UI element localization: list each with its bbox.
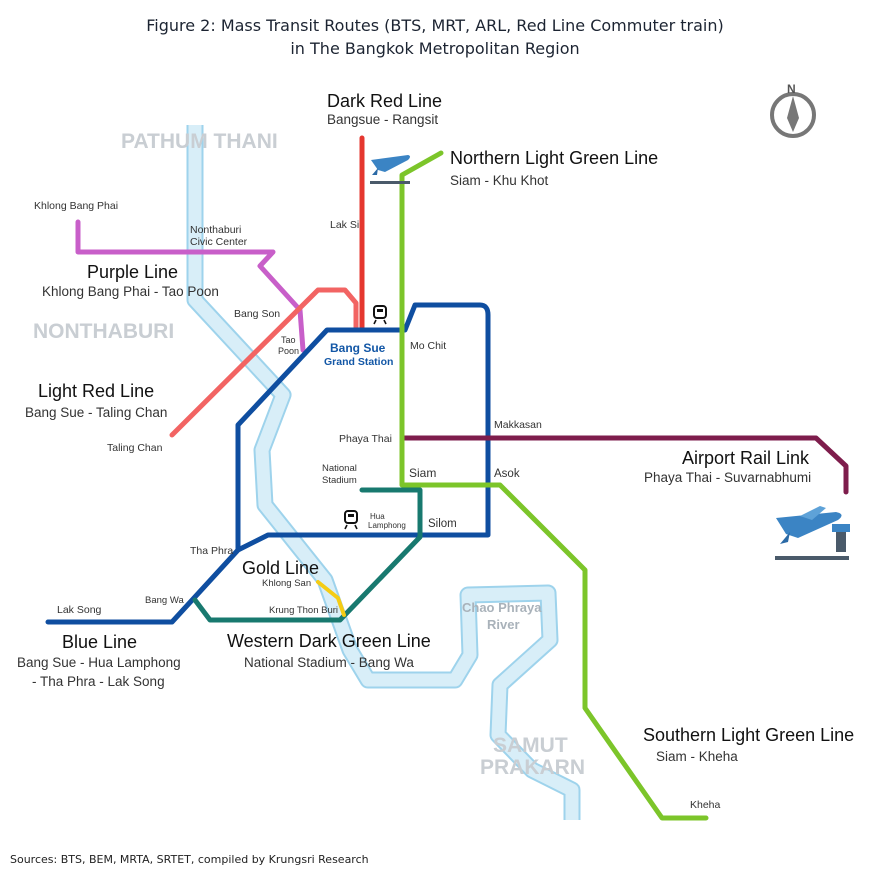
gold-line-name: Gold Line	[242, 558, 319, 578]
station-taling-chan: Taling Chan	[107, 442, 163, 454]
transit-map: PATHUM THANI NONTHABURI SAMUT PRAKARN Ch…	[17, 82, 854, 821]
blue-line-sub-1: Bang Sue - Hua Lamphong	[17, 655, 181, 670]
station-kheha: Kheha	[690, 799, 721, 811]
title-line-1: Figure 2: Mass Transit Routes (BTS, MRT,…	[146, 16, 724, 35]
compass-north-letter: N	[787, 82, 796, 96]
purple-line-name: Purple Line	[87, 262, 178, 282]
southern-green-line-sub: Siam - Kheha	[656, 749, 738, 764]
light-green-line-path	[399, 150, 709, 821]
station-khlong-san: Khlong San	[262, 578, 311, 589]
airplane-icon-don-mueang	[370, 155, 410, 184]
southern-green-line-name: Southern Light Green Line	[643, 725, 854, 745]
western-dark-green-line-path	[192, 487, 423, 623]
station-hua-lamphong-2: Lamphong	[368, 521, 406, 530]
region-pathum-thani: PATHUM THANI	[121, 130, 278, 153]
region-nonthaburi: NONTHABURI	[33, 320, 174, 343]
dark-red-line-name: Dark Red Line	[327, 91, 442, 111]
station-krung-thon-buri: Krung Thon Buri	[269, 605, 338, 616]
region-samut-prakarn-2: PRAKARN	[480, 756, 585, 779]
airport-rail-link-name: Airport Rail Link	[682, 448, 810, 468]
river-label-2: River	[487, 617, 520, 632]
hub-sub: Grand Station	[324, 356, 393, 368]
station-phaya-thai: Phaya Thai	[339, 433, 392, 445]
station-khlong-bang-phai: Khlong Bang Phai	[34, 200, 118, 212]
figure-title: Figure 2: Mass Transit Routes (BTS, MRT,…	[0, 14, 870, 60]
purple-line-sub: Khlong Bang Phai - Tao Poon	[42, 284, 219, 299]
compass-icon: N	[770, 82, 816, 138]
light-red-line-name: Light Red Line	[38, 381, 154, 401]
blue-line-name: Blue Line	[62, 632, 137, 652]
chao-phraya-river	[186, 125, 581, 820]
river-label-1: Chao Phraya	[462, 600, 542, 615]
station-nonthaburi-civic-2: Civic Center	[190, 236, 248, 248]
station-makkasan: Makkasan	[494, 419, 542, 431]
purple-line-path	[75, 219, 306, 353]
airport-rail-link-path	[399, 435, 849, 495]
dark-red-line-sub: Bangsue - Rangsit	[327, 112, 438, 127]
station-mo-chit: Mo Chit	[410, 340, 446, 352]
airplane-icon-suvarnabhumi	[775, 506, 850, 560]
station-bang-son: Bang Son	[234, 308, 280, 320]
light-red-line-sub: Bang Sue - Taling Chan	[25, 405, 167, 420]
blue-line-sub-2: - Tha Phra - Lak Song	[32, 674, 165, 689]
title-line-2: in The Bangkok Metropolitan Region	[290, 39, 580, 58]
station-national-stadium-2: Stadium	[322, 475, 357, 486]
western-green-line-sub: National Stadium - Bang Wa	[244, 655, 414, 670]
station-silom: Silom	[428, 518, 457, 530]
station-tha-phra: Tha Phra	[190, 545, 233, 557]
station-nonthaburi-civic-1: Nonthaburi	[190, 224, 241, 236]
northern-green-line-sub: Siam - Khu Khot	[450, 173, 549, 188]
station-asok: Asok	[494, 468, 520, 480]
train-icon-bang-sue	[373, 305, 387, 325]
station-national-stadium-1: National	[322, 463, 357, 474]
station-tao-poon-2: Poon	[278, 346, 299, 356]
region-samut-prakarn-1: SAMUT	[493, 734, 568, 757]
sources-note: Sources: BTS, BEM, MRTA, SRTET, compiled…	[10, 853, 369, 866]
northern-green-line-name: Northern Light Green Line	[450, 148, 658, 168]
station-siam: Siam	[409, 466, 436, 480]
station-hua-lamphong-1: Hua	[370, 512, 385, 521]
blue-line-path	[45, 302, 491, 625]
airport-rail-link-sub: Phaya Thai - Suvarnabhumi	[644, 470, 811, 485]
station-lak-song: Lak Song	[57, 604, 102, 616]
gold-line-path	[316, 580, 346, 617]
train-icon-hua-lamphong	[344, 510, 358, 530]
hub-name: Bang Sue	[330, 341, 386, 355]
station-lak-si: Lak Si	[330, 219, 359, 231]
light-red-line-path	[169, 287, 359, 438]
station-tao-poon-1: Tao	[281, 335, 296, 345]
western-green-line-name: Western Dark Green Line	[227, 631, 431, 651]
station-bang-wa: Bang Wa	[145, 595, 184, 606]
